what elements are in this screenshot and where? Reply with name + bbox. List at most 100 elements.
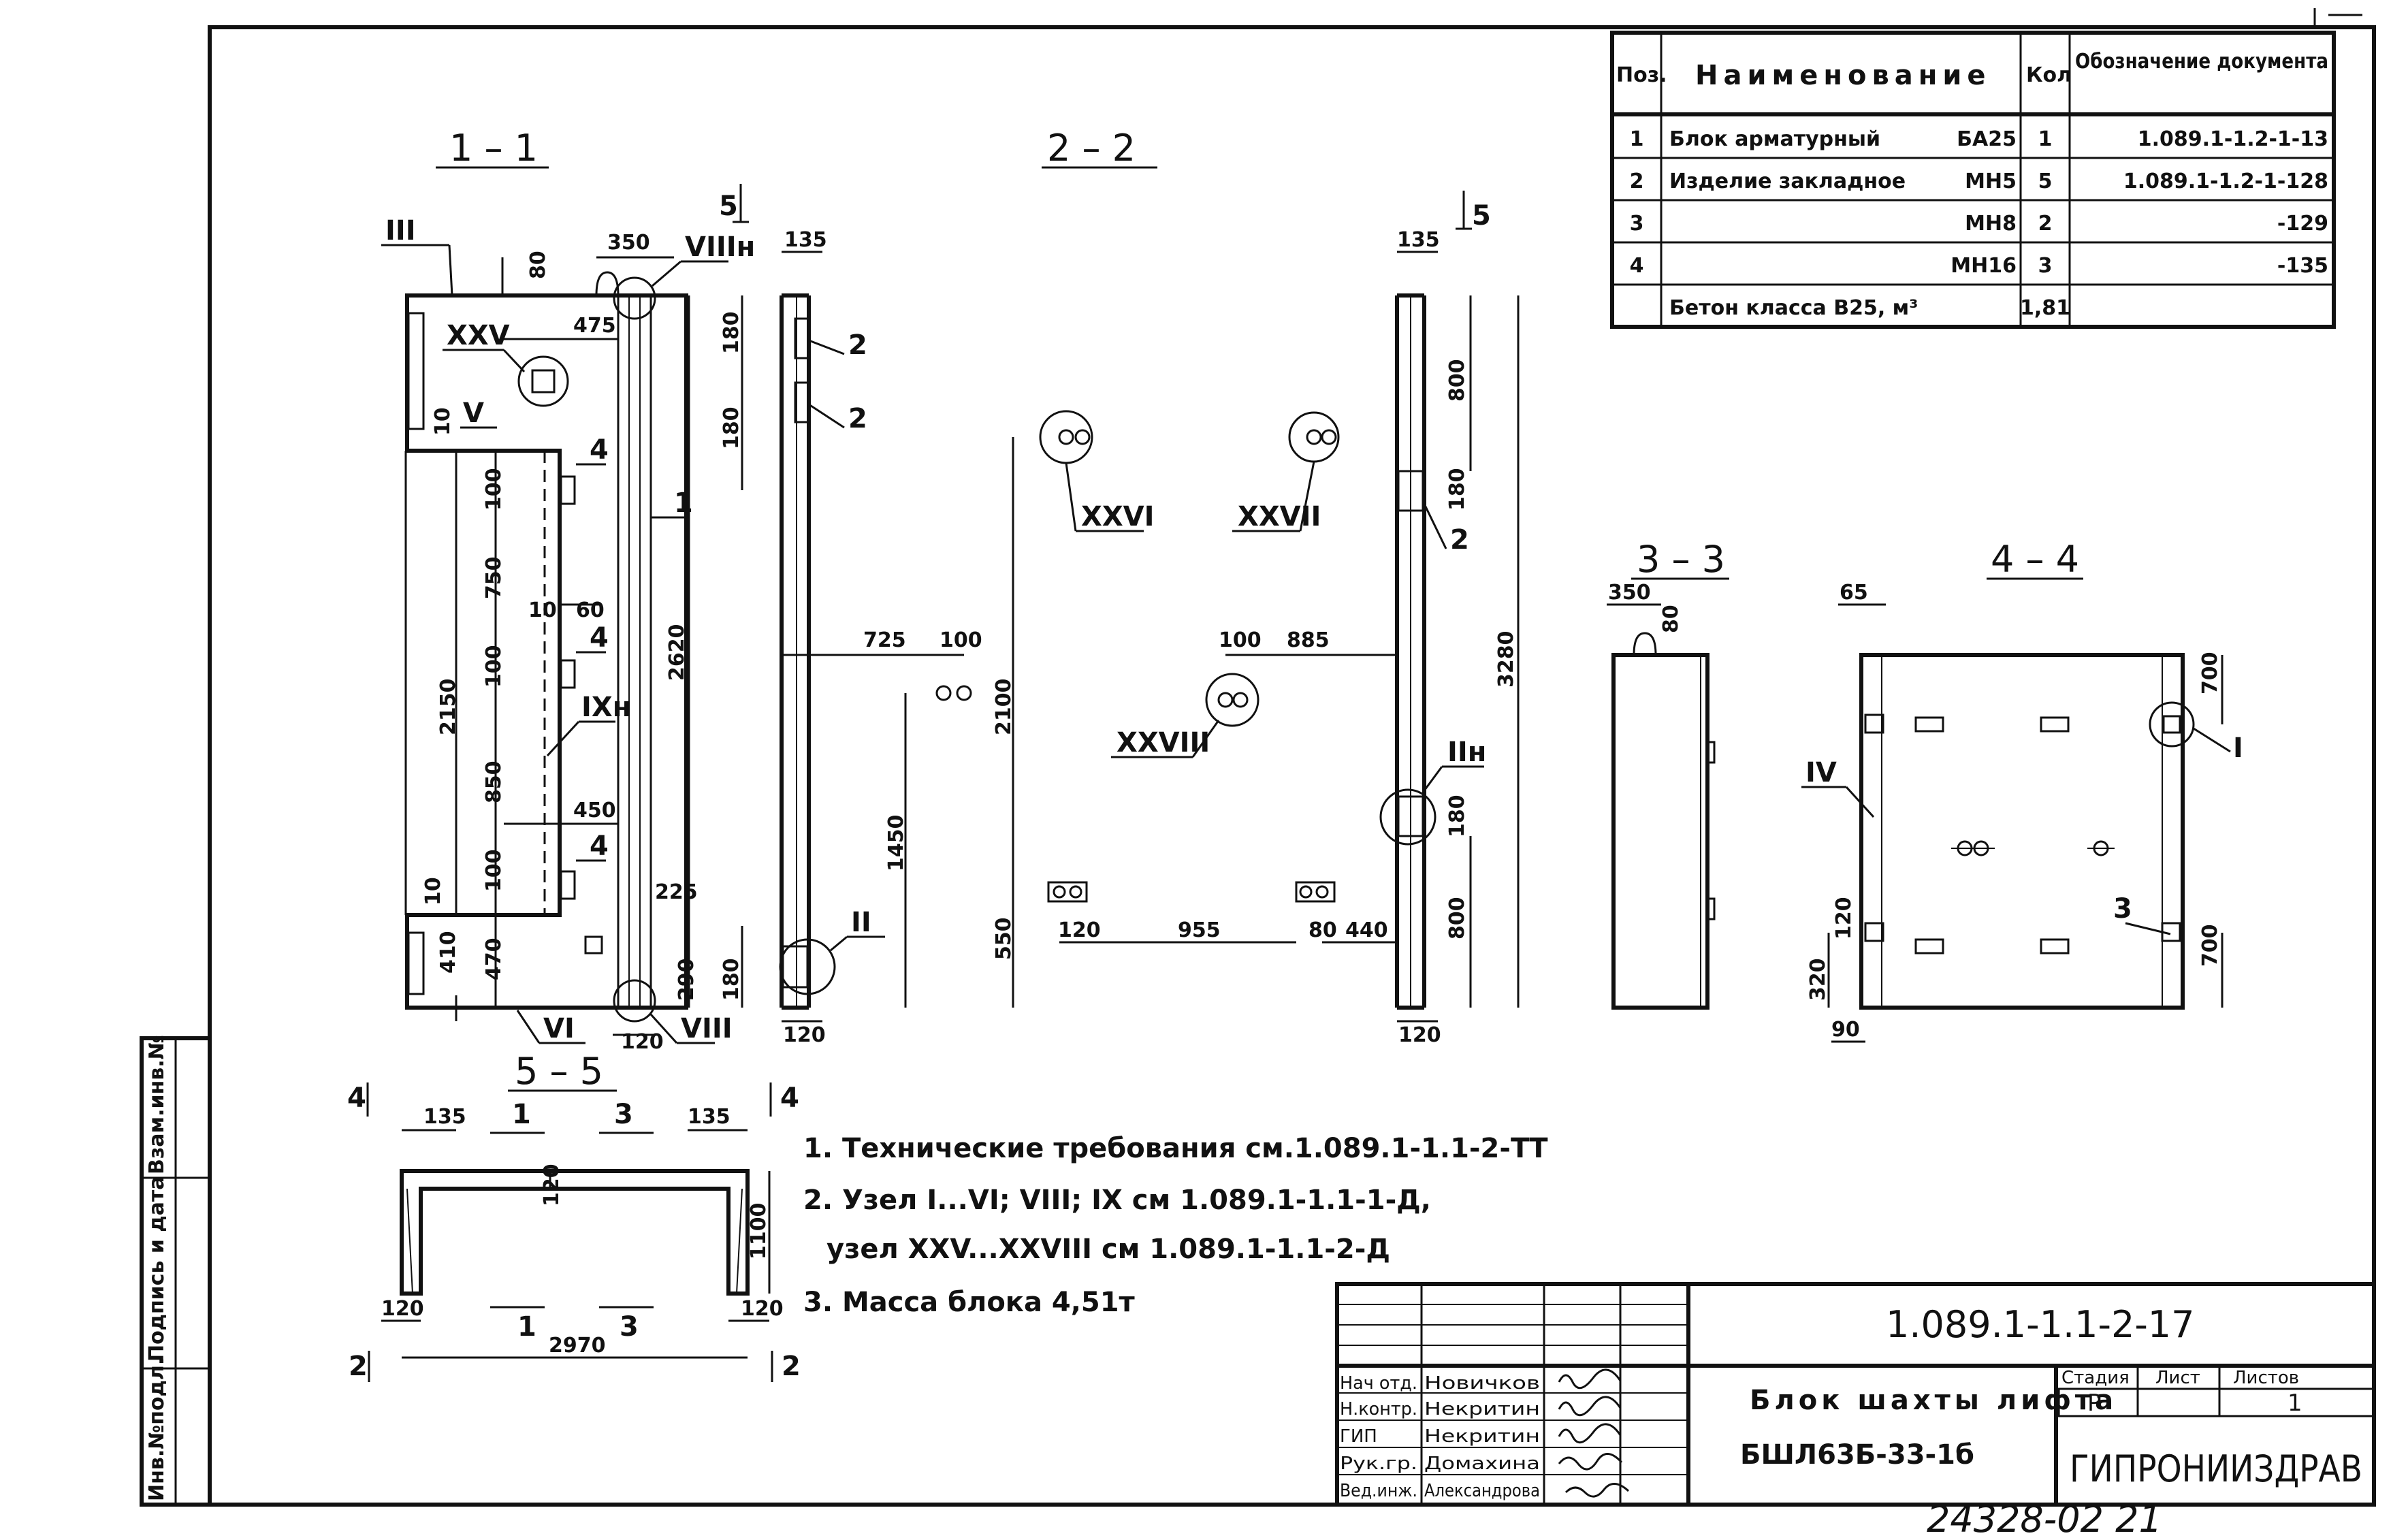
dim-100-d: 100 [940,628,982,652]
sheets-value: 1 [2287,1390,2302,1417]
signature-5 [1564,1483,1630,1498]
dim-100-e: 100 [1219,628,1262,652]
node-viii: VIII [681,1013,733,1044]
section-5-5-dimensions [381,1129,771,1359]
side-stamp: Инв.№подл. Подпись и дата Взам.инв.№ [140,1035,212,1507]
pos-2-a: 2 [848,330,867,361]
section-4-4-title: 4 – 4 [1991,538,2079,581]
cut-5-left: 5 [719,191,738,222]
dim-120-g: 120 [381,1297,424,1321]
spec-row-pos: 4 [1630,254,1644,278]
node-ix-h: IXн [581,692,631,723]
dim-2100: 2100 [992,679,1016,736]
cut-1-bottom: 1 [517,1311,536,1343]
title-line-2: БШЛ63Б-33-1б [1740,1439,1974,1471]
spec-row-name: Изделие закладное [1669,170,1906,193]
node-i: I [2233,733,2243,764]
role-1-name: Новичков [1424,1373,1540,1394]
dim-80-b: 80 [1309,918,1337,942]
dim-725: 725 [863,628,906,652]
dim-225: 225 [655,880,698,904]
spec-row-name: Блок арматурный [1669,127,1880,151]
stage-value: Р [2087,1390,2102,1417]
dim-3280: 3280 [1494,631,1518,688]
node-xxvi: XXVI [1081,501,1155,532]
sheet-frame [208,25,2376,1507]
cut-3-top: 3 [614,1099,633,1130]
spec-head-name: Наименование [1695,60,1991,91]
node-xxv: XXV [447,320,510,351]
section-1-1-title: 1 – 1 [449,127,538,170]
section-2-2-view [779,293,1436,1010]
role-5-name: Александрова [1424,1481,1540,1501]
node-xxvii: XXVII [1238,501,1321,532]
cut-5-right: 5 [1472,200,1491,231]
dim-10-b: 10 [528,598,557,622]
dim-470: 470 [482,937,506,980]
section-4-4-view [1859,653,2195,1010]
dim-120-c: 120 [783,1023,826,1047]
dim-100-c: 100 [482,849,506,892]
cut-1-top: 1 [512,1099,531,1130]
dim-120-d: 120 [1398,1023,1441,1047]
section-5-5-view [400,1169,750,1296]
dim-100-a: 100 [482,468,506,511]
dim-700-b: 700 [2198,924,2222,967]
specification-table: Поз. Наименование Кол Обозначение докуме… [1610,31,2336,329]
cut-2-left: 2 [349,1351,368,1382]
cut-3-bottom: 3 [620,1311,639,1343]
dim-120-h: 120 [741,1297,784,1321]
note-3: 3. Масса блока 4,51т [803,1287,1136,1318]
dim-2150: 2150 [436,679,460,736]
pos-4-a: 4 [590,434,609,466]
dim-120-f: 120 [540,1164,564,1206]
dim-180-b: 180 [1445,468,1469,511]
pos-2-c: 2 [1450,524,1469,556]
dim-750: 750 [482,556,506,599]
spec-head-qty: Кол [2026,63,2072,87]
signatures [1558,1368,1630,1498]
spec-head-doc: Обозначение документа [2075,50,2328,74]
signature-2 [1558,1396,1622,1417]
node-iv: IV [1805,757,1837,788]
role-3-name: Некритин [1424,1426,1540,1447]
dim-180-a: 180 [720,406,743,449]
dim-180-c: 180 [1445,795,1469,837]
spec-row-doc: -129 [2277,212,2328,236]
section-1-1-view [405,271,688,1023]
note-2b: узел XXV...XXVIII см 1.089.1-1.1-2-Д [826,1234,1390,1265]
spec-row-qty: 2 [2038,212,2053,236]
cut-4-left: 4 [347,1082,366,1114]
dim-320: 320 [1806,958,1830,1001]
pos-4-c: 4 [590,831,609,862]
side-stamp-inv: Инв.№подл. [145,1358,169,1501]
role-4: Рук.гр. [1340,1454,1417,1474]
spec-row-doc: 1.089.1-1.2-1-128 [2123,170,2328,193]
title-block [1335,1282,2376,1507]
dim-550: 550 [992,917,1016,960]
dim-10-a: 10 [431,407,455,436]
role-2-name: Некритин [1424,1399,1540,1419]
title-line-1: Блок шахты лифта [1750,1385,2117,1416]
dim-120-e: 120 [1832,897,1856,940]
note-2: 2. Узел I...VI; VIII; IX см 1.089.1-1.1-… [803,1185,1431,1216]
dim-850: 850 [482,760,506,803]
node-ii-h: IIн [1447,737,1486,768]
spec-row-pos: 2 [1630,170,1644,193]
note-1: 1. Технические требования см.1.089.1-1.1… [803,1133,1548,1164]
spec-row-qty: 3 [2038,254,2053,278]
pos-1-a: 1 [674,487,693,519]
role-5: Вед.инж. [1340,1481,1417,1501]
spec-row-qty: 1,81 [2020,296,2070,320]
dim-135-b: 135 [1397,228,1440,252]
dim-350: 350 [607,231,650,255]
cut-4-right: 4 [780,1082,799,1114]
title-roles: Нач отд. Новичков Н.контр. Некритин ГИП … [1340,1373,1540,1501]
spec-row-qty: 1 [2038,127,2053,151]
pos-2-b: 2 [848,403,867,434]
section-5-5-title: 5 – 5 [515,1050,603,1093]
dim-135-c: 135 [423,1105,466,1129]
dim-350-b: 350 [1608,581,1651,605]
section-3-3-title: 3 – 3 [1637,538,1725,581]
dim-120-b: 120 [1058,918,1101,942]
